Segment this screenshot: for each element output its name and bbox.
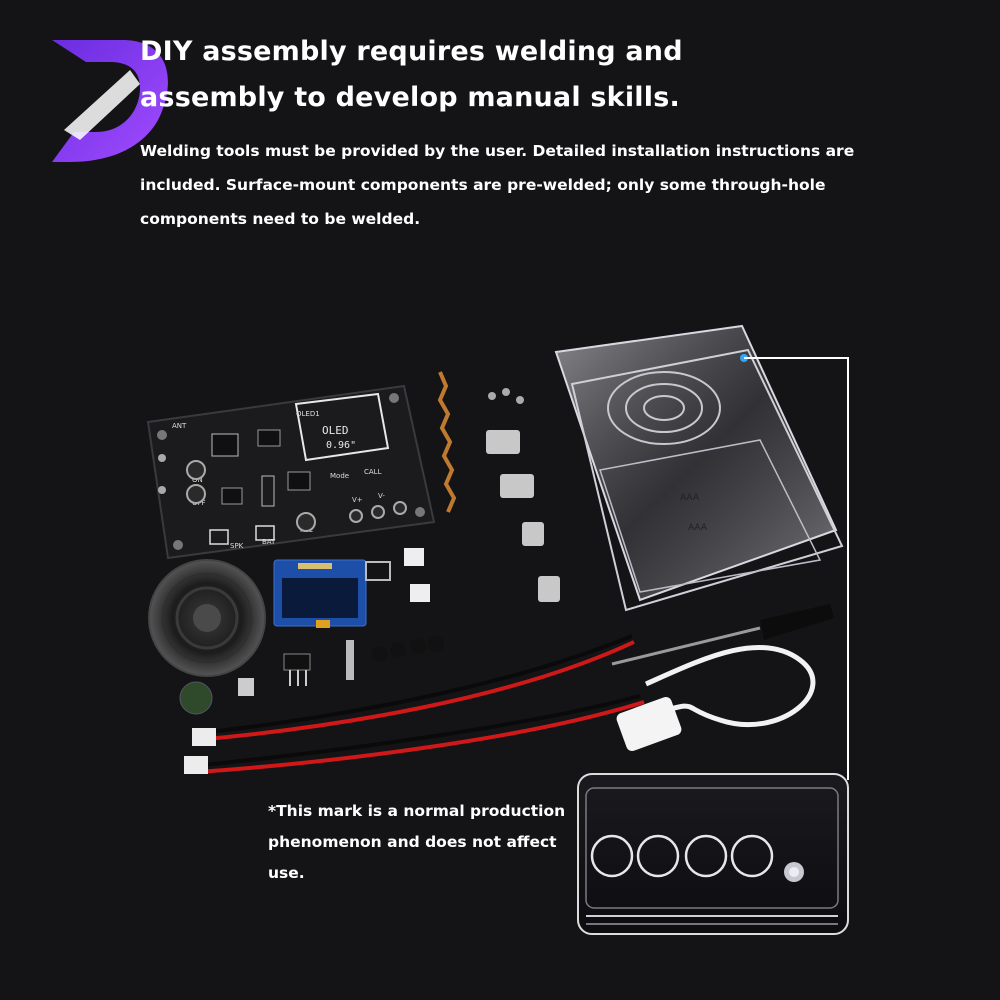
acrylic-case: AAA AAA <box>554 324 844 612</box>
headline-line-2: assembly to develop manual skills. <box>140 82 680 113</box>
callout-connector <box>740 354 849 780</box>
pcb-silk-vplus: V+ <box>352 496 363 504</box>
pcb-silk-mode: Mode <box>330 472 349 480</box>
battery-wires <box>184 634 645 774</box>
pcb-silk-spk: SPK <box>230 542 244 550</box>
case-battery-label-2: AAA <box>688 523 708 533</box>
pcb-silk-vminus: V- <box>378 492 385 500</box>
description-text: Welding tools must be provided by the us… <box>140 142 855 228</box>
pcb-silk-bat: BAT <box>262 538 276 546</box>
brand-d-logo <box>52 40 168 162</box>
pcb-silk-oled1: OLED1 <box>296 410 320 418</box>
pcb-oled-size: 0.96" <box>326 440 356 451</box>
oled-module <box>273 559 367 628</box>
pcb-board: OLED 0.96" OLED1 ANT ON OFF SPK BAT MIC … <box>146 384 436 560</box>
pcb-oled-label: OLED <box>322 424 349 437</box>
pcb-silk-call: CALL <box>364 468 382 476</box>
footnote-text: *This mark is a normal production phenom… <box>268 802 566 882</box>
pcb-silk-ant: ANT <box>172 422 187 430</box>
case-battery-label-1: AAA <box>680 493 700 503</box>
speaker-icon <box>148 559 266 677</box>
antenna-spring <box>437 371 457 513</box>
screwdriver-icon <box>611 604 834 666</box>
pcb-silk-on: ON <box>192 476 203 484</box>
headline-line-1: DIY assembly requires welding and <box>140 36 683 67</box>
battery-contacts <box>486 388 560 602</box>
small-components <box>179 548 444 715</box>
zoom-inset <box>577 773 849 935</box>
usb-cable-icon <box>616 644 816 752</box>
